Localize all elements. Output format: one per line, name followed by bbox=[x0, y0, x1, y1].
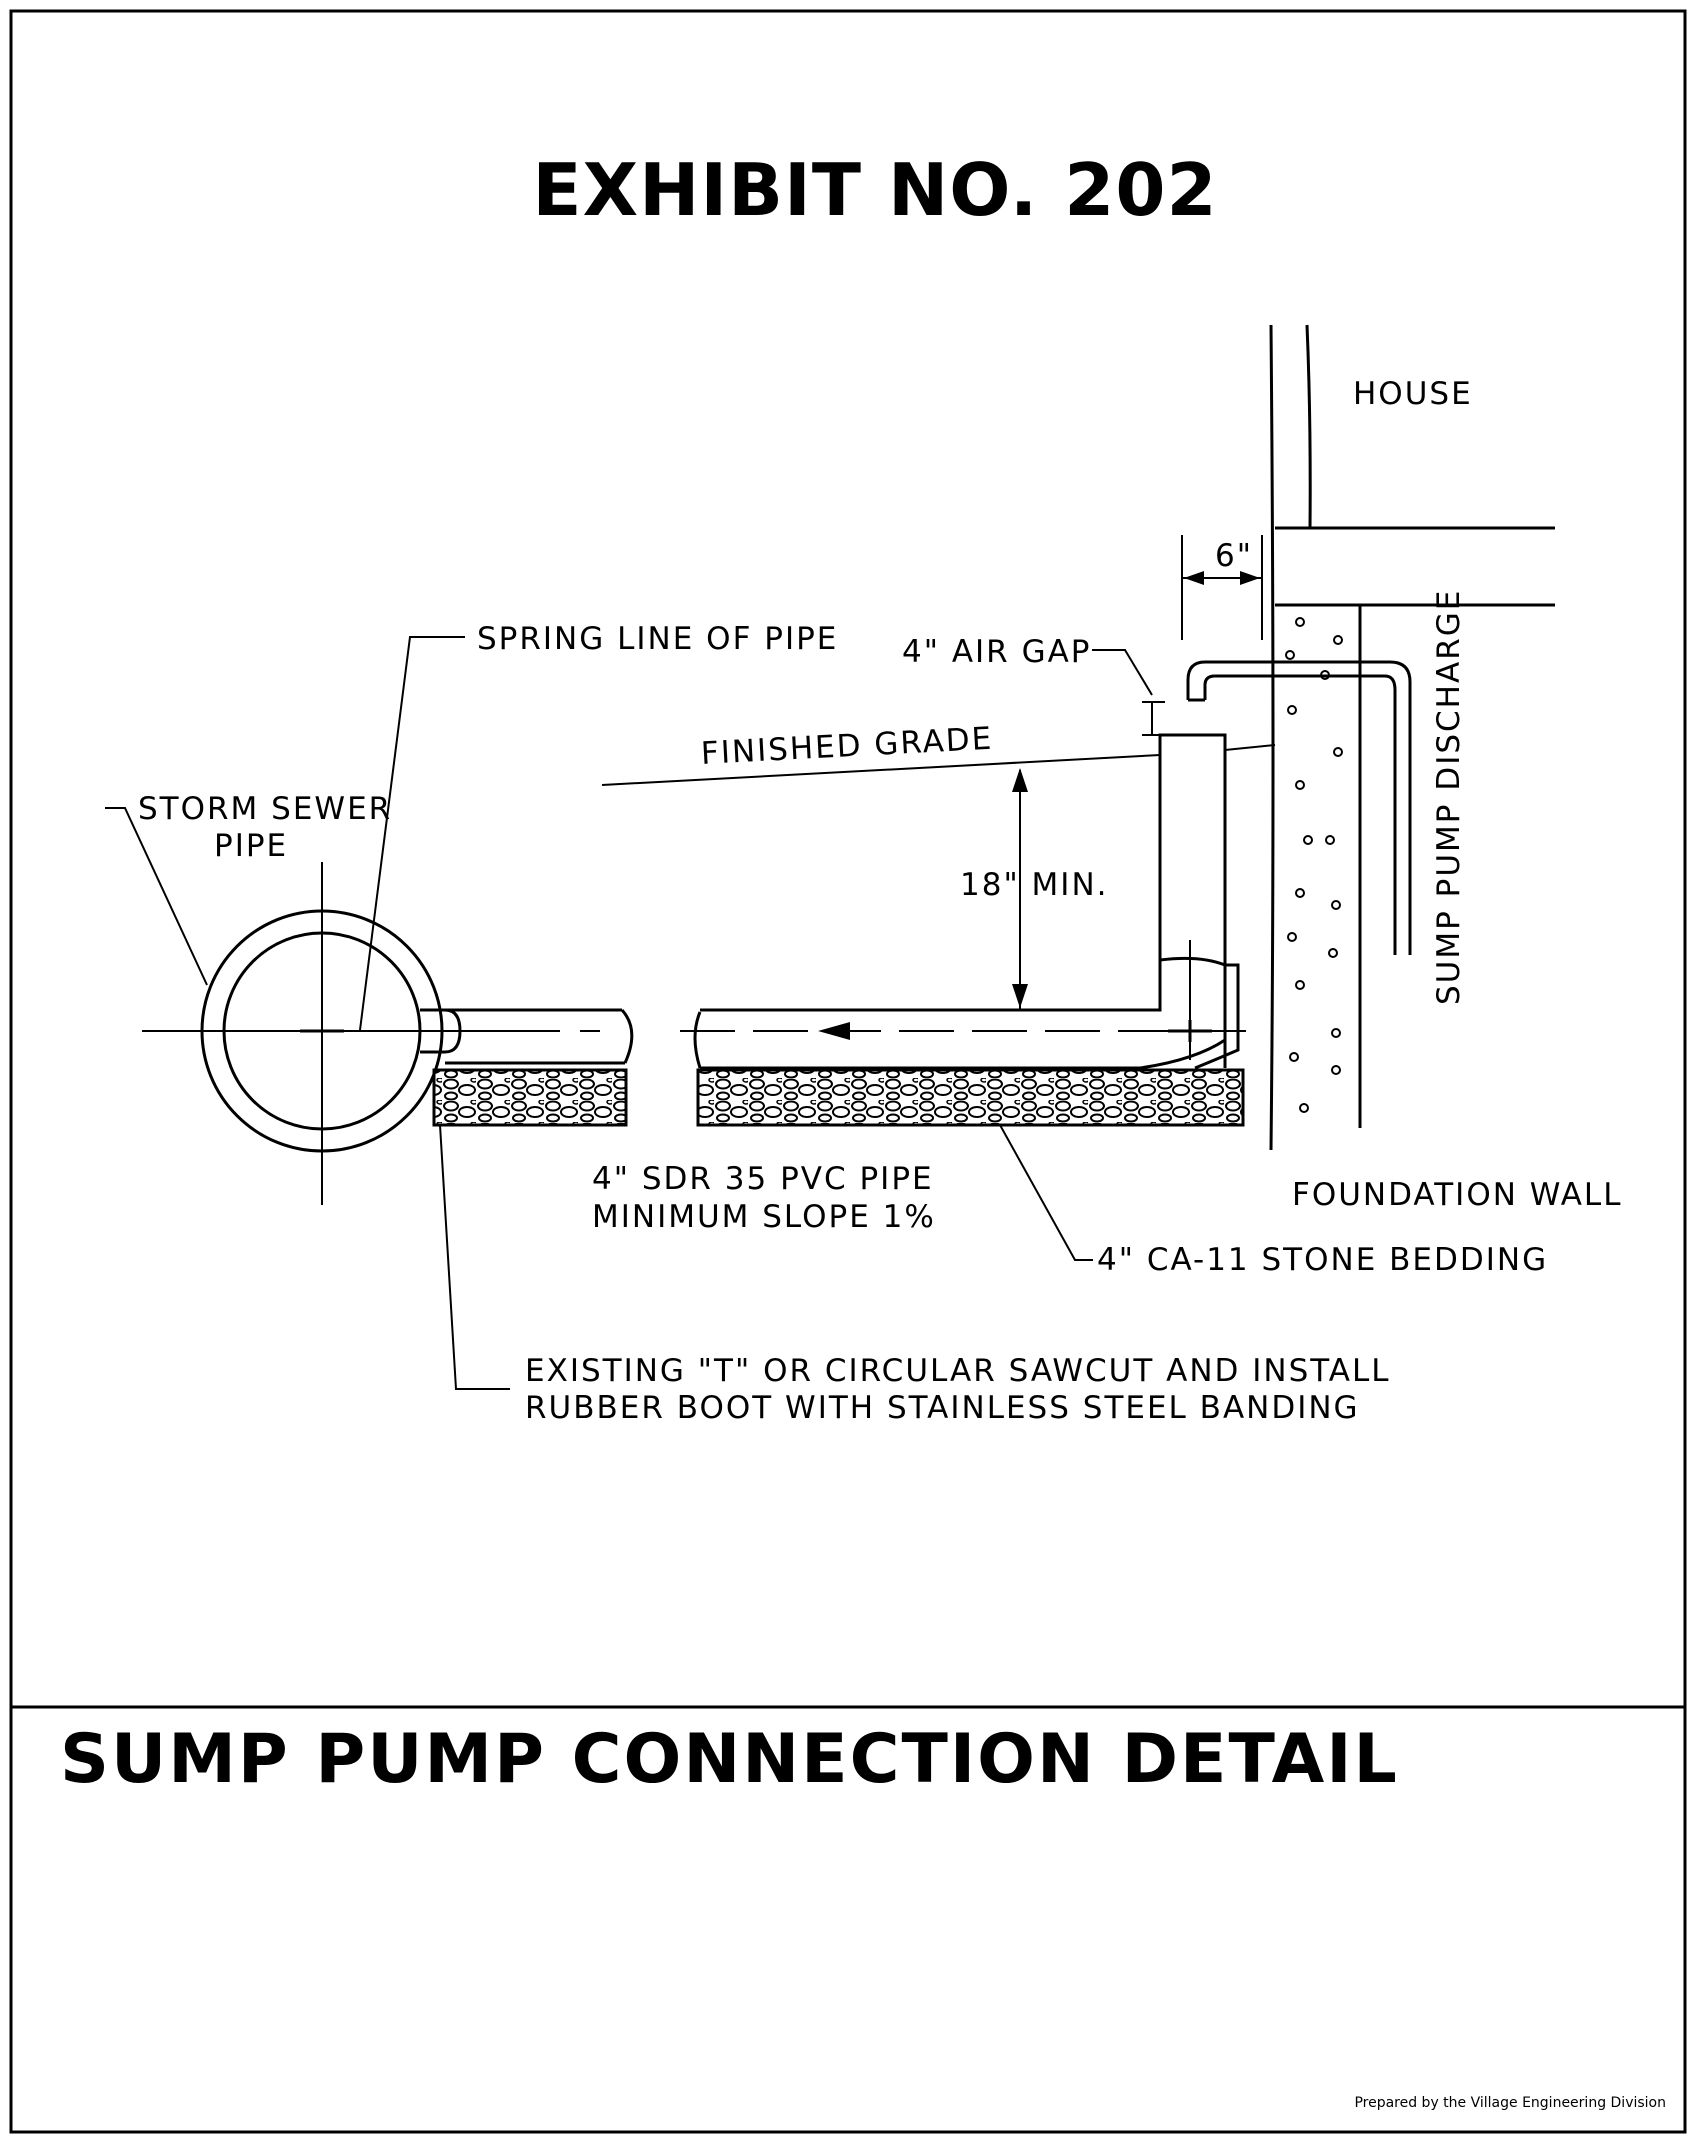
foundation-aggregate bbox=[1285, 617, 1343, 1113]
storm-sewer-label: STORM SEWER bbox=[138, 791, 393, 827]
air-gap-label: 4" AIR GAP bbox=[902, 634, 1092, 670]
stone-bedding-label: 4" CA-11 STONE BEDDING bbox=[1097, 1242, 1549, 1278]
exhibit-title: EXHIBIT NO. 202 bbox=[532, 148, 1218, 232]
credit-note: Prepared by the Village Engineering Divi… bbox=[1354, 2095, 1666, 2111]
flow-arrow bbox=[818, 1022, 850, 1040]
finished-grade-line bbox=[601, 754, 1161, 786]
pvc-pipe bbox=[680, 733, 1276, 1070]
sheet-title: SUMP PUMP CONNECTION DETAIL bbox=[60, 1720, 1399, 1799]
foundation-wall-label: FOUNDATION WALL bbox=[1292, 1177, 1623, 1213]
min-depth-label: 18" MIN. bbox=[960, 867, 1109, 903]
sheet-border bbox=[9, 9, 1687, 2134]
sump-discharge-pipe bbox=[1186, 660, 1412, 955]
rubber-boot-label: RUBBER BOOT WITH STAINLESS STEEL BANDING bbox=[525, 1390, 1360, 1426]
six-inch-dimension bbox=[1181, 535, 1263, 640]
pvc-slope-label: MINIMUM SLOPE 1% bbox=[592, 1199, 936, 1235]
six-inch-label: 6" bbox=[1215, 538, 1253, 574]
foundation-wall bbox=[1269, 324, 1555, 1151]
storm-sewer-label-2: PIPE bbox=[214, 828, 289, 864]
air-gap-dimension bbox=[1142, 701, 1165, 736]
spring-line-label: SPRING LINE OF PIPE bbox=[477, 621, 839, 657]
depth-dimension bbox=[1012, 768, 1028, 1010]
leader-lines bbox=[105, 636, 1153, 1390]
stub-pipe bbox=[420, 1008, 634, 1065]
existing-t-label: EXISTING "T" OR CIRCULAR SAWCUT AND INST… bbox=[525, 1353, 1391, 1389]
pvc-pipe-label: 4" SDR 35 PVC PIPE bbox=[592, 1161, 934, 1197]
storm-sewer-pipe bbox=[142, 862, 520, 1205]
sump-discharge-label: SUMP PUMP DISCHARGE bbox=[1431, 588, 1467, 1005]
house-label: HOUSE bbox=[1353, 376, 1473, 412]
stone-bedding bbox=[432, 1068, 1245, 1127]
